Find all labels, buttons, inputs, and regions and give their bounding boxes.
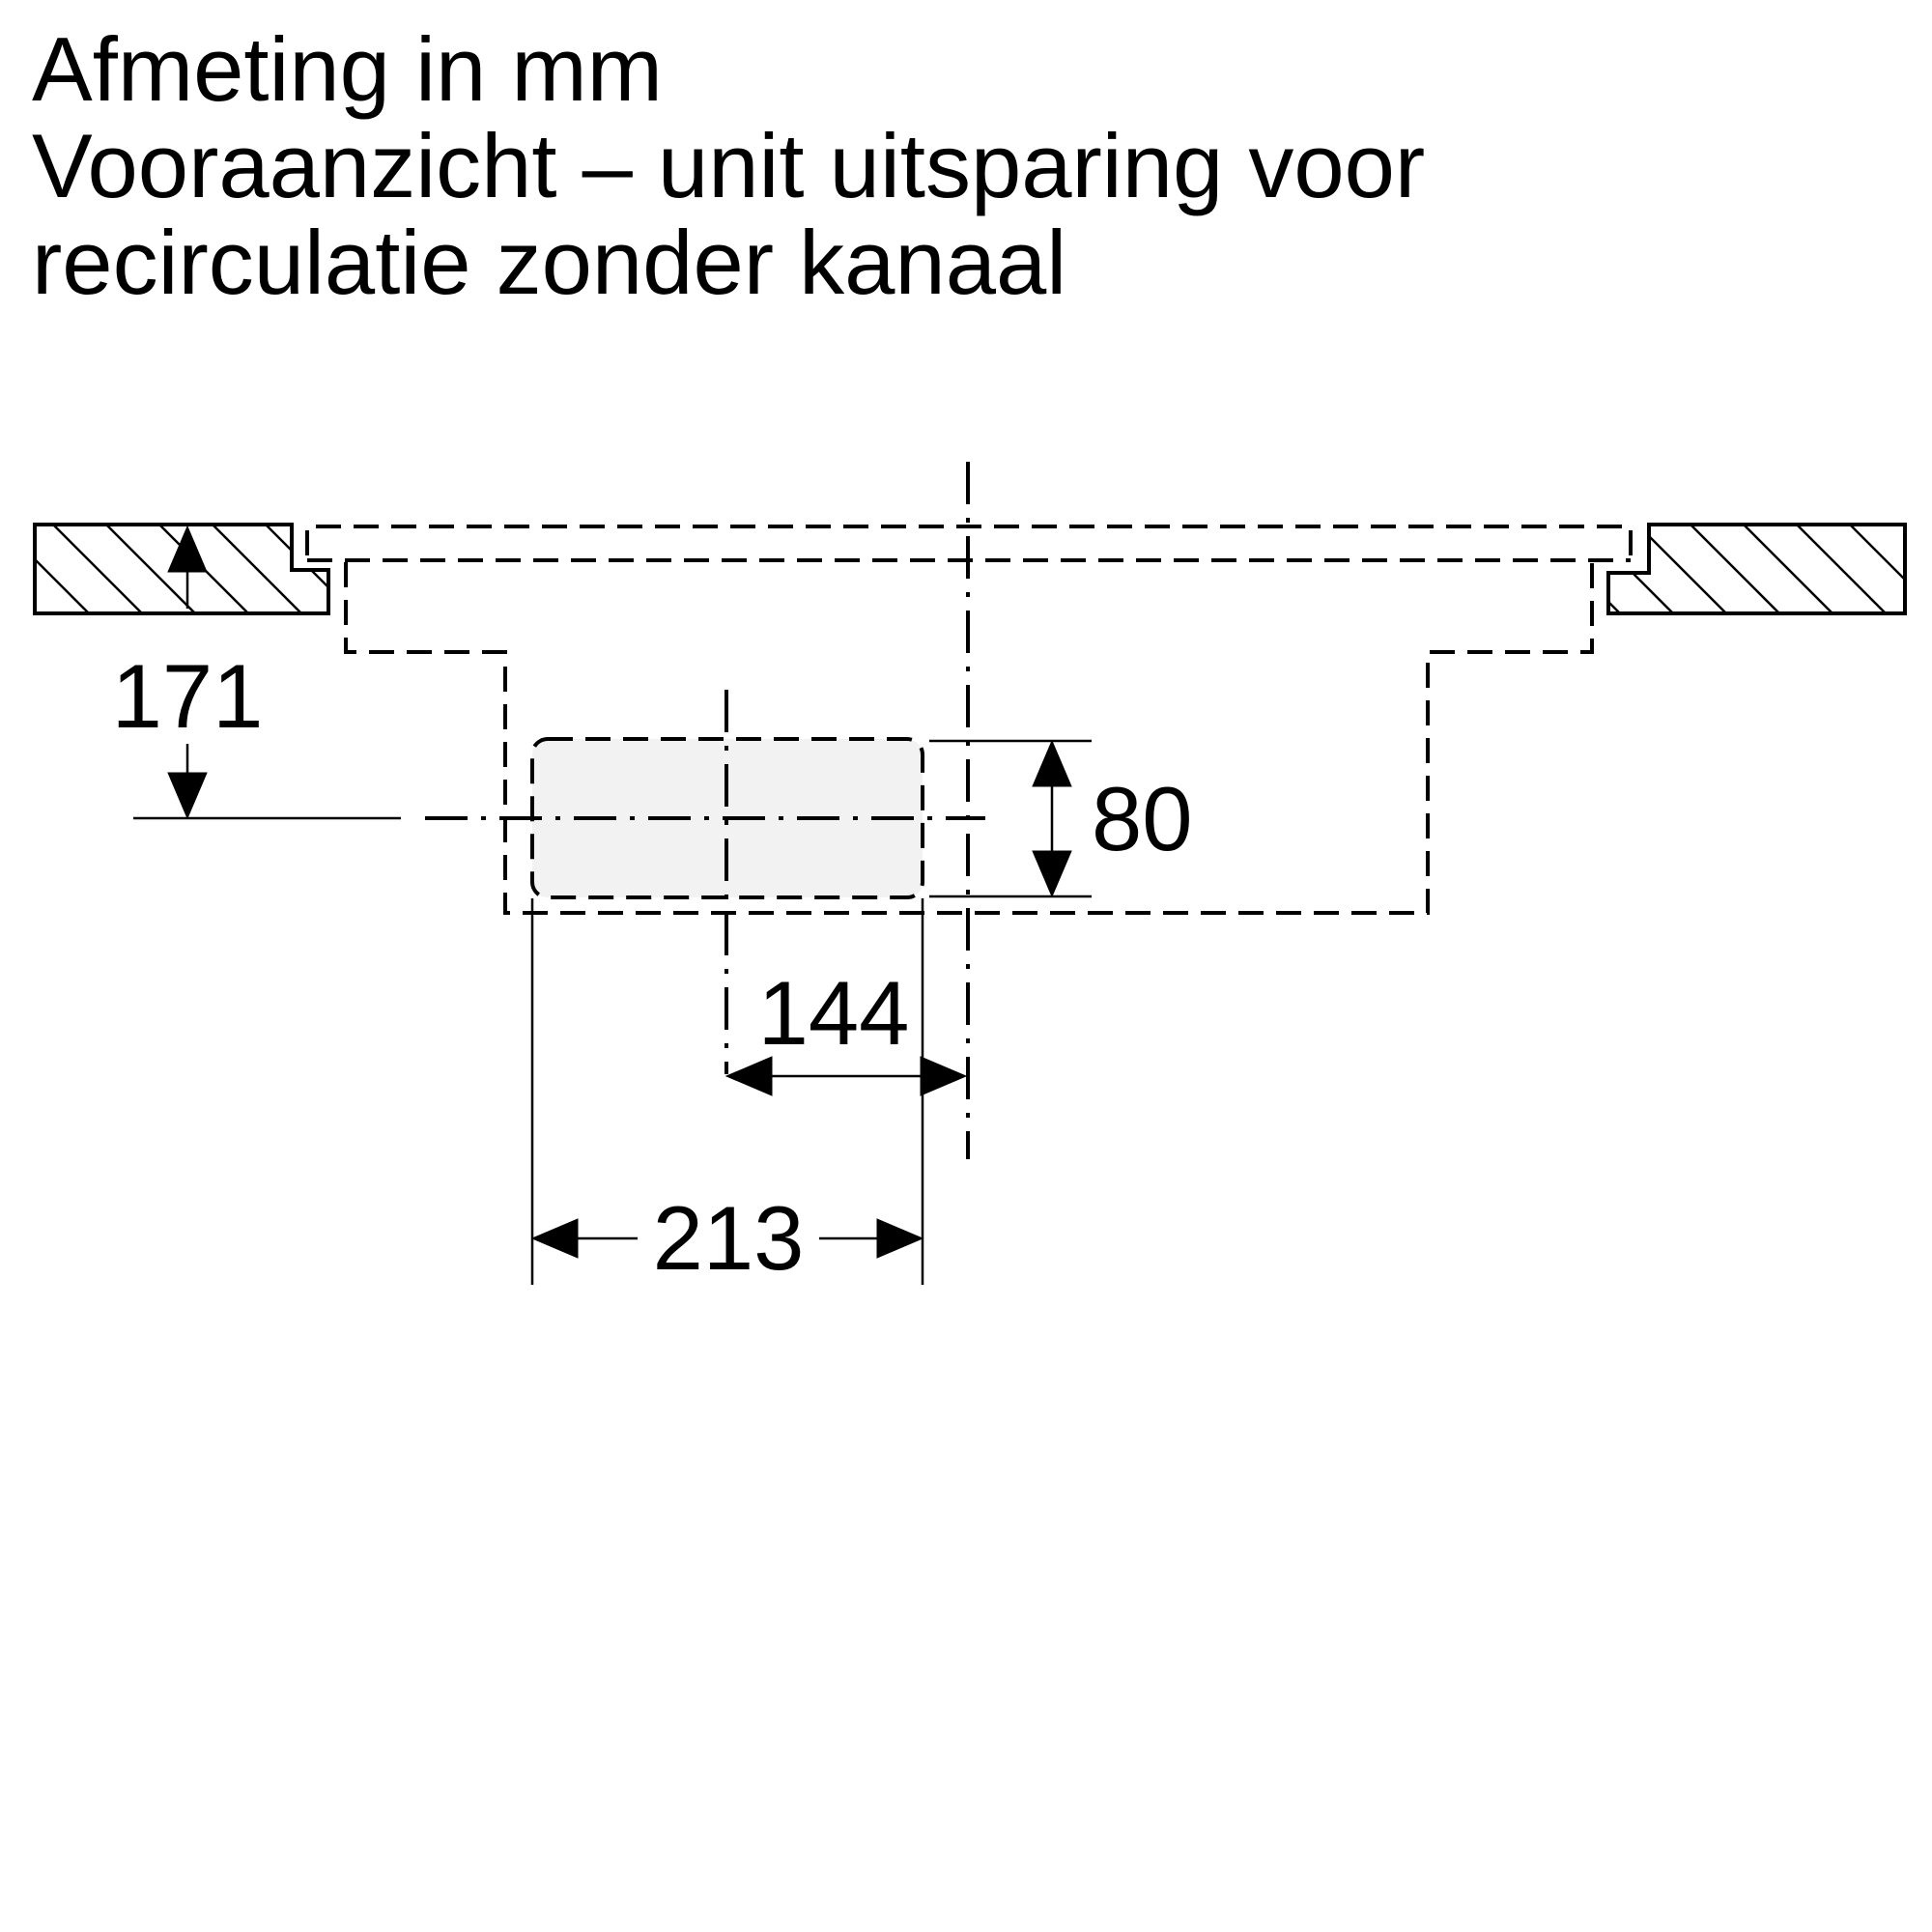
- title-line-view: Vooraanzicht – unit uitsparing voor: [32, 115, 1426, 216]
- dimension-label-171: 171: [112, 645, 264, 747]
- arrowhead-down: [1032, 850, 1072, 898]
- center-lines: [425, 462, 985, 1159]
- dimension-height-171: [133, 525, 401, 820]
- dimension-label-144: 144: [758, 962, 910, 1064]
- title-line-units: Afmeting in mm: [32, 18, 663, 120]
- arrowhead-left: [724, 1056, 773, 1096]
- dimension-height-80: [929, 739, 1092, 898]
- arrowhead-right: [876, 1218, 924, 1259]
- dimension-offset-144: [724, 898, 968, 1096]
- arrowhead-right: [920, 1056, 968, 1096]
- drawing-title: Afmeting in mm Vooraanzicht – unit uitsp…: [32, 21, 1425, 311]
- dimension-label-213: 213: [653, 1187, 805, 1289]
- hatching-left: [35, 525, 328, 613]
- dimension-width-213: [530, 898, 924, 1285]
- arrowhead-left: [530, 1218, 579, 1259]
- dimension-label-80: 80: [1092, 768, 1193, 869]
- title-line-subject: recirculatie zonder kanaal: [32, 212, 1067, 313]
- arrowhead-down: [167, 772, 208, 820]
- countertop-section-left: [33, 523, 330, 615]
- arrowhead-up: [167, 525, 208, 573]
- arrowhead-up: [1032, 739, 1072, 787]
